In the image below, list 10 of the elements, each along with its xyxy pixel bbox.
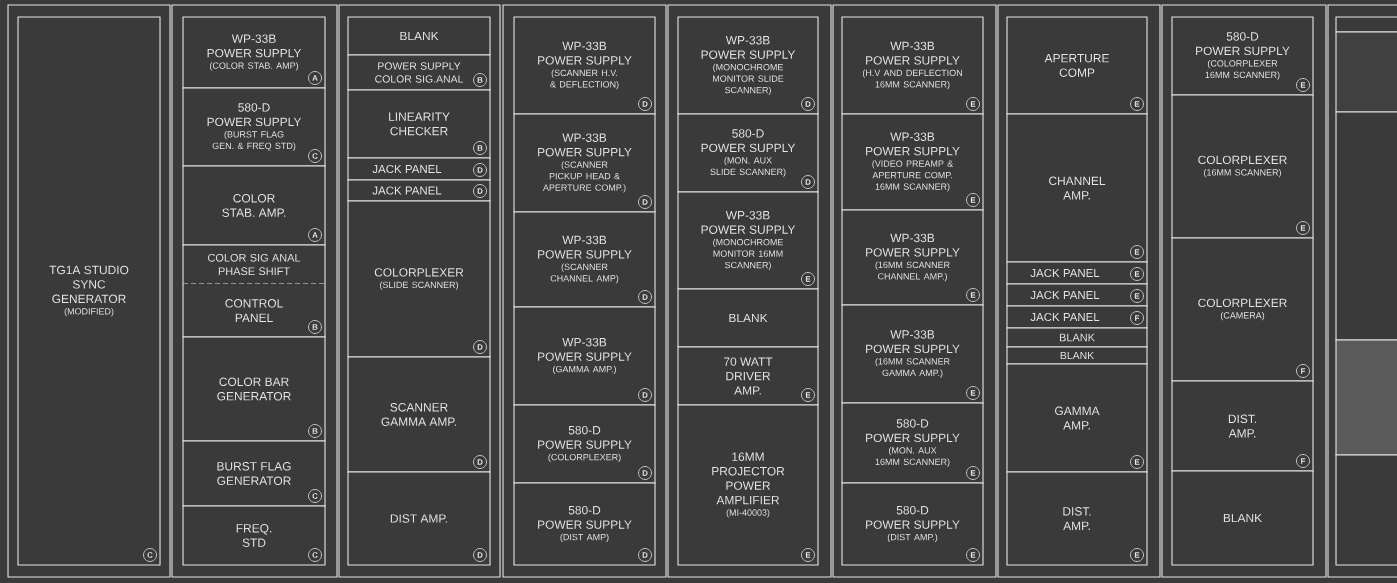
blank-panel <box>1335 111 1397 341</box>
rack-unit: BLANK <box>347 16 491 56</box>
rack-unit: COLOR SIG ANAL PHASE SHIFT <box>182 244 326 285</box>
blank-panel <box>1335 31 1397 113</box>
rack-unit: BLANK <box>1006 346 1148 365</box>
rack-unit: BLANK <box>1006 327 1148 348</box>
blank-panel <box>1335 454 1397 566</box>
rack-unit: BLANK <box>677 288 819 348</box>
rack-unit: BLANK <box>1171 470 1314 566</box>
blank-panel <box>1335 339 1397 456</box>
